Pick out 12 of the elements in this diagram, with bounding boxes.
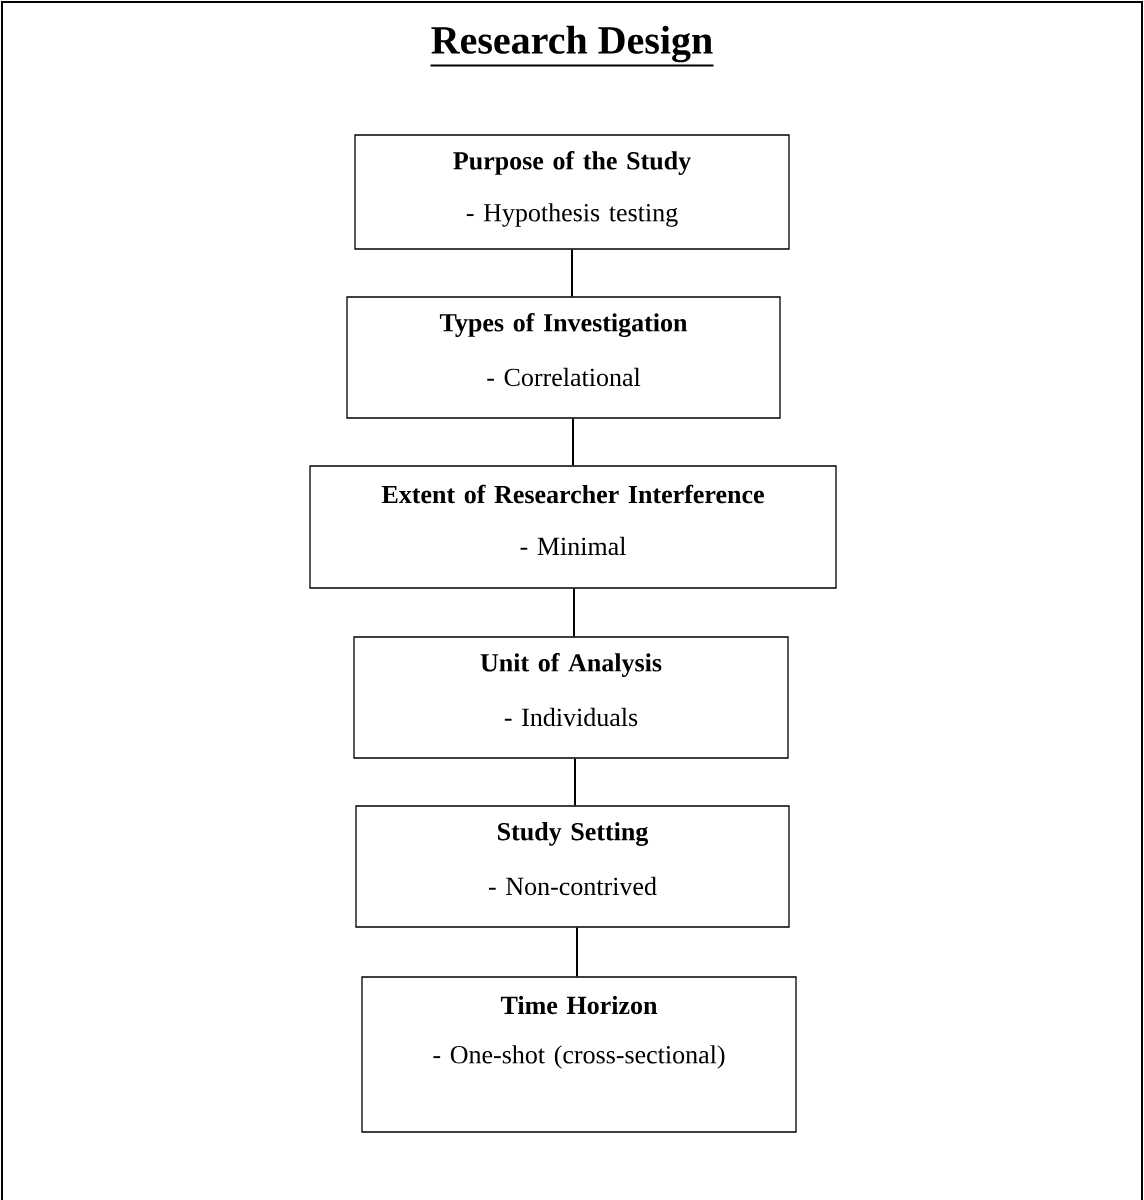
connector-line [576, 926, 578, 978]
connector-line [572, 417, 574, 467]
process-box: Purpose of the Study - Hypothesis testing [354, 134, 790, 250]
connector-line [573, 587, 575, 638]
process-box: Study Setting - Non-contrived [355, 805, 790, 928]
process-box: Unit of Analysis - Individuals [353, 636, 789, 759]
connector-line [571, 248, 573, 298]
process-box: Types of Investigation - Correlational [346, 296, 781, 419]
title: Research Design [429, 25, 715, 67]
connector-line [574, 757, 576, 807]
process-box: Time Horizon - One-shot (cross-sectional) [361, 976, 797, 1133]
process-box: Extent of Researcher Interference - Minimal [309, 465, 837, 589]
